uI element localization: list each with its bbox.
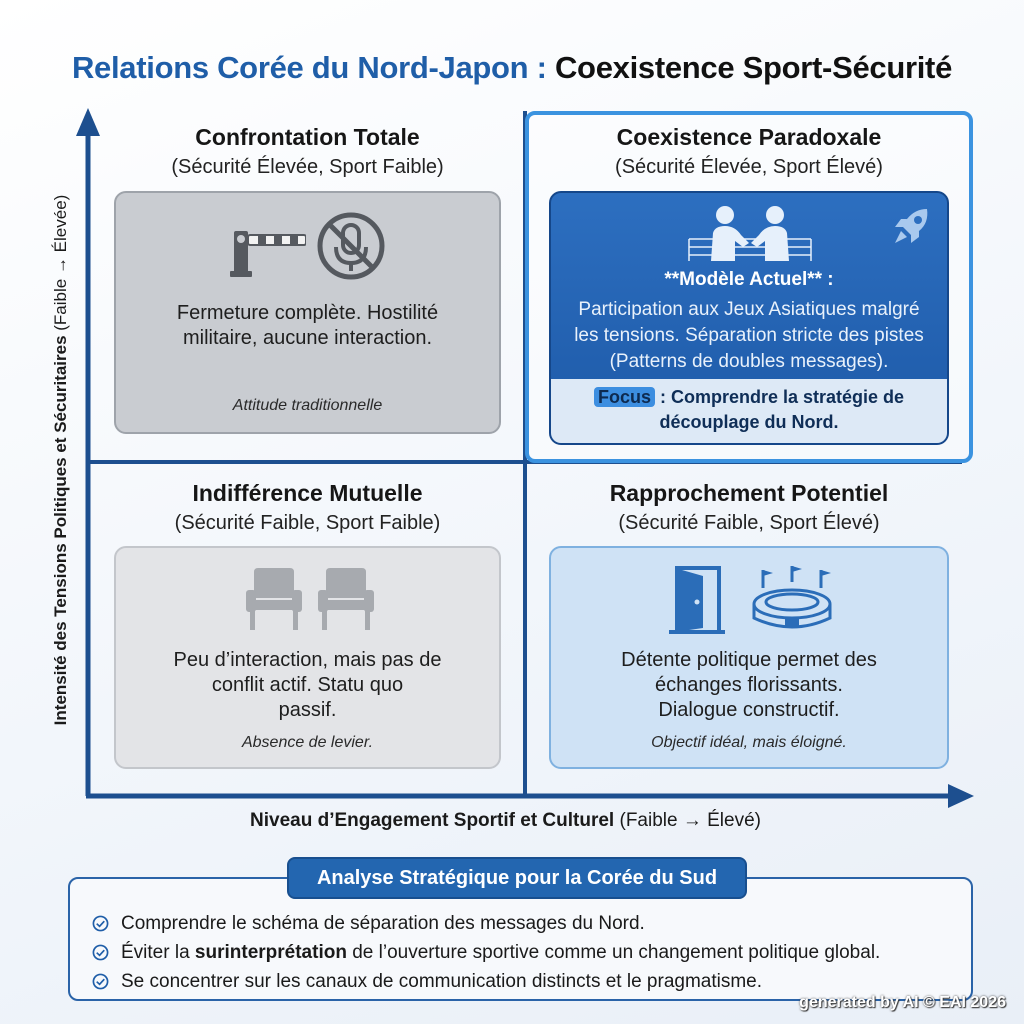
quadrant-bottom-left-card: Peu d’interaction, mais pas de conflit a… [114, 546, 501, 769]
description-line: Peu d’interaction, mais pas de [173, 649, 442, 671]
quadrant-top-left-card: Fermeture complète. Hostilité militaire,… [114, 191, 501, 434]
page-title: Relations Corée du Nord-Japon : Coexiste… [0, 50, 1024, 86]
description-line: (Patterns de doubles messages). [609, 351, 889, 372]
x-axis-arrow [948, 784, 974, 808]
description-line: Détente politique permet des [621, 649, 877, 671]
analysis-item-text: Comprendre le schéma de séparation des m… [121, 913, 645, 934]
y-axis-label-bold: Intensité des Tensions Politiques et Séc… [51, 335, 70, 726]
handshake-icon [688, 206, 812, 261]
analysis-title: Analyse Stratégique pour la Corée du Sud [287, 857, 747, 899]
focus-text: : Comprendre la stratégie de [654, 387, 905, 407]
list-item: Se concentrer sur les canaux de communic… [92, 967, 880, 996]
quadrant-description: Fermeture complète. Hostilité militaire,… [116, 301, 499, 351]
quadrant-description: Peu d’interaction, mais pas de conflit a… [116, 648, 499, 723]
quadrant-title: Rapprochement Potentiel [609, 480, 889, 506]
quadrant-title: Coexistence Paradoxale [616, 124, 882, 150]
analysis-item-text-post: de l’ouverture sportive comme un changem… [346, 942, 881, 963]
analysis-item-text: Éviter la surinterprétation de l’ouvertu… [121, 938, 880, 967]
analysis-list: Comprendre le schéma de séparation des m… [92, 909, 880, 996]
no-microphone-icon [317, 212, 385, 280]
check-circle-icon [92, 915, 109, 932]
quadrant-subtitle: (Sécurité Faible, Sport Élevé) [618, 512, 880, 534]
quadrant-subtitle: (Sécurité Élevée, Sport Élevé) [615, 156, 883, 178]
quadrant-note: Absence de levier. [241, 734, 374, 751]
description-line: militaire, aucune interaction. [182, 327, 432, 349]
description-line: Dialogue constructif. [658, 699, 840, 721]
quadrant-title: Indifférence Mutuelle [192, 480, 423, 506]
quadrant-top-left-header: Confrontation Totale (Sécurité Élevée, S… [114, 124, 501, 179]
stadium-icon [752, 566, 832, 629]
current-model-heading: **Modèle Actuel** : [664, 269, 834, 290]
y-axis-label-range: (Faible → Élevée) [51, 194, 70, 336]
x-axis-label: Niveau d’Engagement Sportif et Culturel … [250, 810, 761, 832]
description-line: Fermeture complète. Hostilité [176, 302, 439, 324]
check-circle-icon [92, 973, 109, 990]
focus-text: découplage du Nord. [659, 412, 839, 432]
analysis-item-text: Se concentrer sur les canaux de communic… [121, 971, 763, 992]
focus-panel: Focus : Comprendre la stratégie de décou… [551, 379, 947, 443]
quadrant-subtitle: (Sécurité Faible, Sport Faible) [174, 512, 441, 534]
quadrant-top-right-card: **Modèle Actuel** : Participation aux Je… [549, 191, 949, 445]
quadrant-top-right-header: Coexistence Paradoxale (Sécurité Élevée,… [549, 124, 949, 179]
description-line: les tensions. Séparation stricte des pis… [574, 325, 924, 346]
description-line: échanges florissants. [655, 674, 843, 696]
y-axis-label: Intensité des Tensions Politiques et Séc… [51, 120, 71, 800]
quadrant-title: Confrontation Totale [195, 124, 420, 150]
barrier-icon [230, 231, 306, 277]
x-axis-label-bold: Niveau d’Engagement Sportif et Culturel [250, 810, 615, 831]
check-circle-icon [92, 944, 109, 961]
focus-tag: Focus [593, 387, 655, 407]
open-door-icon [669, 566, 725, 634]
rocket-icon [895, 209, 928, 243]
watermark: generated by AI © EAI 2026 [799, 994, 1006, 1011]
list-item: Éviter la surinterprétation de l’ouvertu… [92, 938, 880, 967]
quadrant-bottom-left-header: Indifférence Mutuelle (Sécurité Faible, … [114, 480, 501, 535]
description-line: passif. [278, 699, 337, 721]
y-axis-arrow [76, 108, 100, 136]
quadrant-description: Participation aux Jeux Asiatiques malgré… [561, 297, 937, 375]
analysis-item-emphasis: surinterprétation [194, 942, 347, 963]
quadrant-description: Détente politique permet des échanges fl… [551, 648, 947, 723]
title-part-2: Coexistence Sport-Sécurité [554, 50, 953, 85]
quadrant-bottom-right-header: Rapprochement Potentiel (Sécurité Faible… [549, 480, 949, 535]
list-item: Comprendre le schéma de séparation des m… [92, 909, 880, 938]
description-line: Participation aux Jeux Asiatiques malgré [578, 299, 920, 320]
title-part-1: Relations Corée du Nord-Japon : [71, 50, 547, 85]
quadrant-note: Objectif idéal, mais éloigné. [651, 734, 847, 751]
quadrant-note: Attitude traditionnelle [232, 397, 383, 414]
armchair-icon [246, 568, 374, 630]
x-axis-label-range: (Faible → Élevé) [614, 810, 761, 831]
analysis-item-text-pre: Éviter la [121, 942, 195, 963]
quadrant-subtitle: (Sécurité Élevée, Sport Faible) [171, 156, 444, 178]
description-line: conflit actif. Statu quo [211, 674, 404, 696]
quadrant-bottom-right-card: Détente politique permet des échanges fl… [549, 546, 949, 769]
